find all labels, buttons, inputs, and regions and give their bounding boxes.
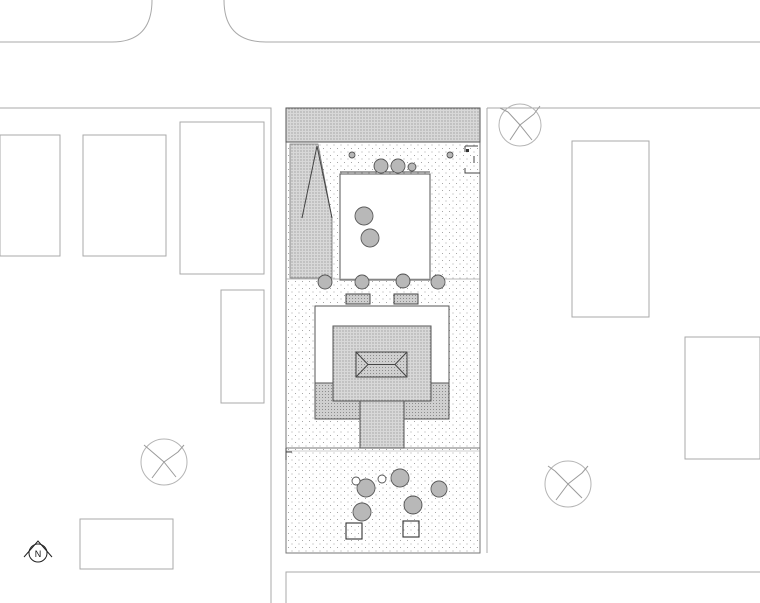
north-arrow-icon <box>23 540 53 558</box>
planter-boxes <box>345 149 469 540</box>
north-arrow-label: N <box>35 549 42 559</box>
north-arrow-circle <box>28 543 48 563</box>
street-tree <box>498 103 542 147</box>
north-arrow: N <box>23 540 53 563</box>
street-tree <box>140 438 188 486</box>
main-building <box>314 293 450 449</box>
neighbor-buildings <box>0 121 760 570</box>
shrubs <box>317 151 454 522</box>
street-tree <box>544 460 592 508</box>
